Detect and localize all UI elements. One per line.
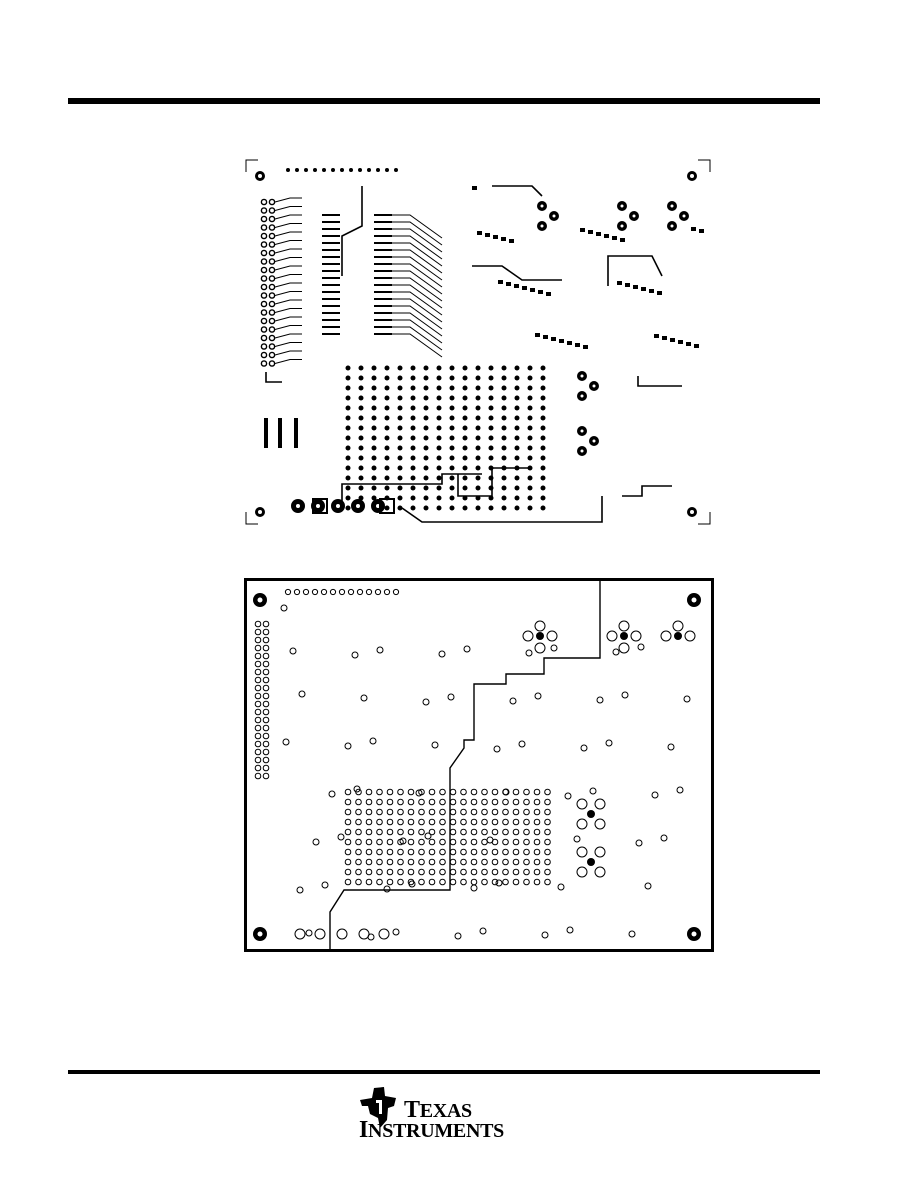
- header-rule: [68, 98, 820, 104]
- pcb-bottom-layer-image: [244, 578, 714, 952]
- logo-line-instruments: INSTRUMENTS: [359, 1117, 504, 1143]
- pcb-top-layer-image: [245, 159, 711, 525]
- texas-instruments-logo-icon: [360, 1087, 396, 1128]
- logo-line-texas-text: EXAS: [419, 1100, 472, 1122]
- logo-line-texas: TEXAS: [404, 1097, 472, 1123]
- footer-rule: [68, 1070, 820, 1074]
- logo-line-instruments-text: NSTRUMENTS: [368, 1120, 504, 1142]
